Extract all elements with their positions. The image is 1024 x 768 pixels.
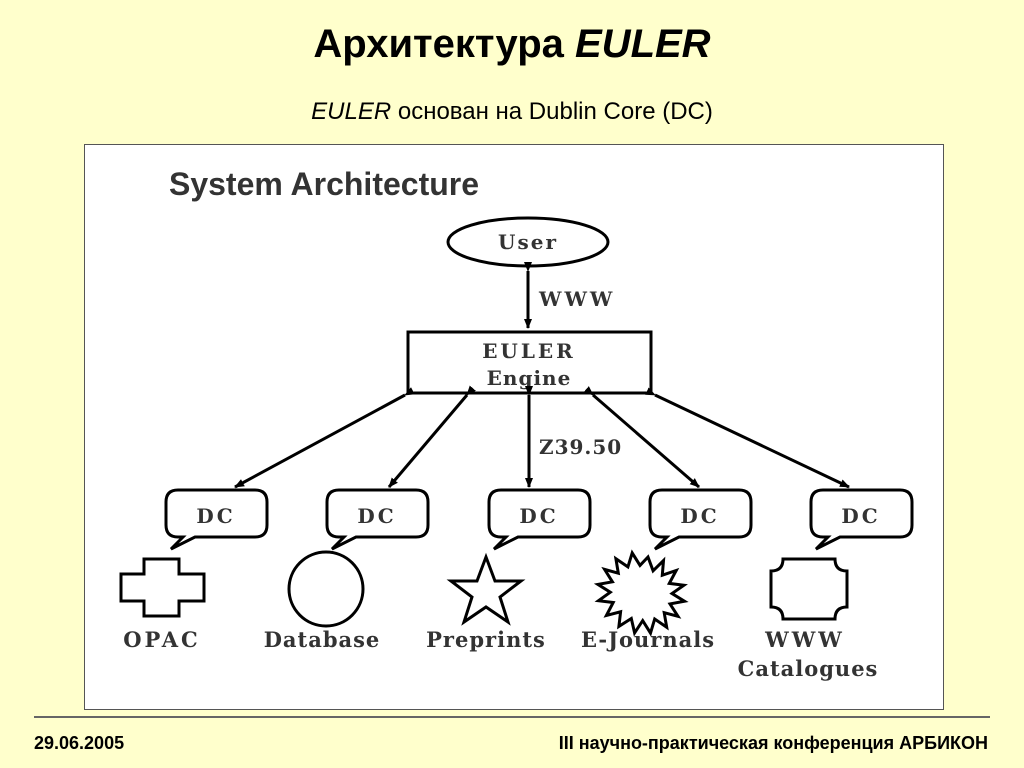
starburst-icon xyxy=(593,549,689,637)
protocol-label: Z39.50 xyxy=(539,435,622,459)
engine-label-line1: EULER xyxy=(482,339,576,363)
source-label-database: Database xyxy=(264,627,381,652)
dc-label: DC xyxy=(519,504,558,528)
dc-bubble-database: DC xyxy=(325,488,430,551)
diagram-heading: System Architecture xyxy=(169,166,479,202)
octagon-icon xyxy=(769,557,849,621)
arrow-www-catalogues xyxy=(645,387,850,489)
slide-title: Архитектура EULER xyxy=(0,22,1024,67)
source-label-catalogues: Catalogues xyxy=(738,656,879,681)
arrow-opac xyxy=(234,387,415,489)
circle-icon xyxy=(287,550,365,628)
www-label: WWW xyxy=(538,287,615,311)
diagram-canvas: System Architecture User WWW EULER Engin… xyxy=(119,166,914,681)
title-prefix: Архитектура xyxy=(313,22,575,66)
dc-bubble-ejournals: DC xyxy=(648,488,753,551)
source-label-www: WWW xyxy=(764,627,845,652)
source-label-opac: OPAC xyxy=(123,627,201,652)
dc-bubble-www-catalogues: DC xyxy=(809,488,914,551)
slide-subtitle: EULER основан на Dublin Core (DC) xyxy=(0,98,1024,126)
architecture-diagram: System Architecture User WWW EULER Engin… xyxy=(84,144,944,710)
dc-label: DC xyxy=(841,504,880,528)
cross-icon xyxy=(119,557,206,618)
engine-node xyxy=(406,330,653,395)
dc-label: DC xyxy=(680,504,719,528)
dc-label: DC xyxy=(357,504,396,528)
user-label: User xyxy=(498,230,558,254)
source-label-preprints: Preprints xyxy=(426,627,546,652)
footer-date: 29.06.2005 xyxy=(34,733,125,753)
dc-bubble-preprints: DC xyxy=(487,488,592,551)
star-icon xyxy=(446,552,526,626)
subtitle-rest: основан на Dublin Core (DC) xyxy=(391,98,713,125)
subtitle-emphasis: EULER xyxy=(311,98,392,125)
engine-label-line2: Engine xyxy=(487,366,572,390)
source-label-ejournals: E-Journals xyxy=(581,627,715,652)
footer-conference: III научно-практическая конференция АРБИ… xyxy=(558,733,988,753)
dc-label: DC xyxy=(196,504,235,528)
footer-divider xyxy=(34,716,990,718)
dc-bubble-opac: DC xyxy=(164,488,269,551)
title-emphasis: EULER xyxy=(575,22,711,66)
arrow-database xyxy=(387,385,476,488)
